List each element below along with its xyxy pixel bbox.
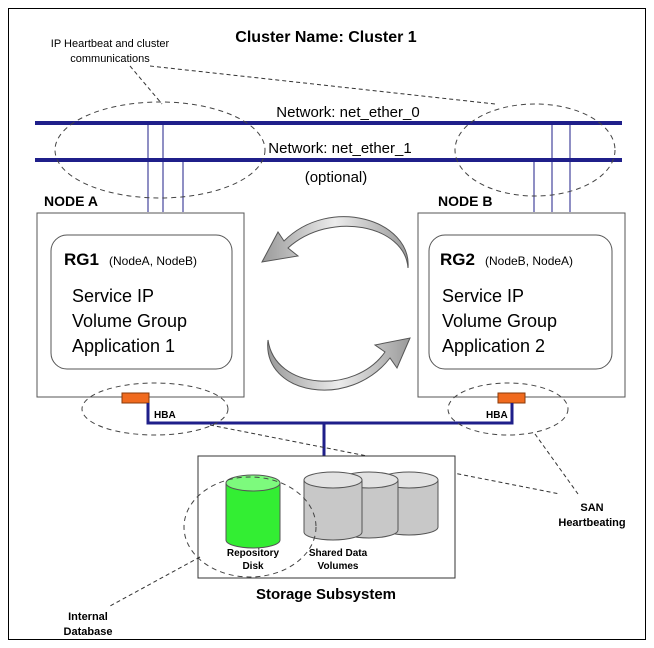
rg1-service-ip: Service IP bbox=[72, 286, 154, 306]
internal-db-label-line2: Database bbox=[64, 626, 113, 638]
ip-heartbeat-label-line1: IP Heartbeat and cluster bbox=[51, 38, 170, 50]
rg2-volume-group: Volume Group bbox=[442, 311, 557, 331]
hba-ellipse-a bbox=[81, 382, 229, 436]
network-label-net-ether-1: Network: net_ether_1 bbox=[268, 140, 411, 157]
cluster-title: Cluster Name: Cluster 1 bbox=[235, 29, 416, 46]
rg1-volume-group: Volume Group bbox=[72, 311, 187, 331]
ip-heartbeat-label-line2: communications bbox=[70, 53, 150, 65]
rg1-nodes: (NodeA, NodeB) bbox=[109, 254, 197, 268]
rg2-nodes: (NodeB, NodeA) bbox=[485, 254, 573, 268]
hba-b-label: HBA bbox=[486, 410, 508, 421]
network-ellipse-a bbox=[54, 101, 266, 199]
san-pointer-b bbox=[534, 433, 579, 495]
rg2-box bbox=[428, 234, 613, 370]
repository-disk-label-line2: Disk bbox=[242, 561, 264, 572]
rg2-name: RG2 bbox=[440, 250, 475, 269]
node-a-label: NODE A bbox=[44, 193, 98, 209]
failover-arrow-bottom bbox=[267, 337, 411, 391]
internal-db-label-line1: Internal bbox=[68, 611, 108, 623]
rg1-name: RG1 bbox=[64, 250, 99, 269]
rg2-application: Application 2 bbox=[442, 336, 545, 356]
internal-db-pointer bbox=[109, 556, 201, 607]
hba-a-label: HBA bbox=[154, 410, 176, 421]
rg2-service-ip: Service IP bbox=[442, 286, 524, 306]
shared-volumes-label-line1: Shared Data bbox=[309, 548, 368, 559]
shared-volumes-label-line2: Volumes bbox=[318, 561, 359, 572]
repository-disk-icon bbox=[225, 474, 281, 549]
network-ellipse-b bbox=[454, 103, 616, 197]
hba-ellipse-b bbox=[447, 382, 569, 436]
repository-ellipse bbox=[183, 476, 317, 578]
rg1-box bbox=[50, 234, 233, 370]
network-optional-label: (optional) bbox=[305, 169, 368, 186]
san-connection bbox=[146, 403, 514, 425]
ip-heartbeat-pointer-a bbox=[129, 65, 163, 105]
ip-heartbeat-pointer-b bbox=[149, 65, 496, 105]
san-label-line2: Heartbeating bbox=[558, 517, 625, 529]
node-b-label: NODE B bbox=[438, 193, 492, 209]
hba-a-adapter bbox=[121, 392, 150, 404]
network-label-net-ether-0: Network: net_ether_0 bbox=[276, 104, 419, 121]
failover-arrow-top bbox=[261, 216, 409, 269]
hba-b-adapter bbox=[497, 392, 526, 404]
san-label-line1: SAN bbox=[580, 502, 603, 514]
diagram-frame bbox=[8, 8, 646, 640]
repository-disk-label-line1: Repository bbox=[227, 548, 280, 559]
storage-subsystem-label: Storage Subsystem bbox=[256, 586, 396, 603]
shared-disk-icon-1 bbox=[303, 471, 363, 541]
rg1-application: Application 1 bbox=[72, 336, 175, 356]
